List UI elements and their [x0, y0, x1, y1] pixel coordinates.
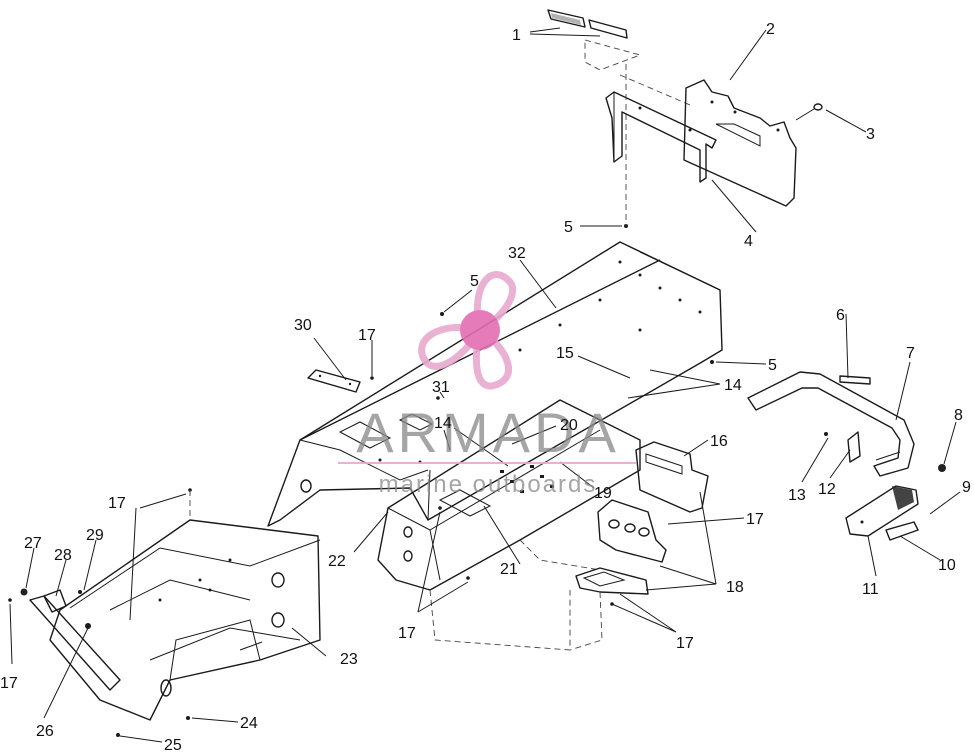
callout-27: 27 [24, 535, 42, 552]
callout-11: 11 [862, 581, 879, 598]
part-28-bracket [43, 589, 67, 613]
leader-lines [9, 27, 961, 743]
callout-14: 14 [434, 415, 452, 432]
callout-2: 2 [766, 21, 775, 38]
part-12-bracket [847, 431, 861, 463]
part-3-clip [795, 103, 823, 121]
watermark-tagline: marine outboards [379, 471, 598, 498]
part-5-screws [440, 224, 714, 364]
callout-21: 21 [500, 561, 518, 578]
part-16-block [635, 441, 709, 513]
callout-17: 17 [108, 495, 126, 512]
callout-28: 28 [54, 547, 72, 564]
callout-17: 17 [398, 625, 416, 642]
callout-14: 14 [724, 377, 742, 394]
callout-5: 5 [470, 273, 479, 290]
callout-22: 22 [328, 553, 346, 570]
part-2-panel [683, 79, 797, 207]
callout-32: 32 [508, 245, 526, 262]
callout-10: 10 [938, 557, 956, 574]
part-23-rear-frame [49, 519, 321, 721]
callout-26: 26 [36, 723, 54, 740]
callout-17: 17 [358, 327, 376, 344]
callout-4: 4 [744, 233, 753, 250]
part-18-mount [569, 499, 667, 651]
callout-1: 1 [512, 27, 521, 44]
callout-19: 19 [594, 485, 612, 502]
part-27-nut [20, 588, 28, 596]
callout-17: 17 [746, 511, 764, 528]
callout-30: 30 [294, 317, 312, 334]
callout-9: 9 [962, 479, 971, 496]
part-1-decals [547, 9, 642, 71]
watermark: ARMADA marine outboards [338, 271, 636, 498]
part-29-bolt [78, 590, 82, 594]
part-11-handle [845, 485, 919, 537]
callout-15: 15 [556, 345, 574, 362]
callout-5: 5 [768, 357, 777, 374]
callout-8: 8 [954, 407, 963, 424]
callout-24: 24 [240, 715, 258, 732]
callout-12: 12 [818, 481, 836, 498]
callout-31: 31 [432, 379, 450, 396]
part-7-bumper [747, 371, 915, 477]
part-13-screw [824, 432, 828, 436]
callout-13: 13 [788, 487, 806, 504]
callout-23: 23 [340, 651, 358, 668]
callout-20: 20 [560, 417, 578, 434]
callout-5: 5 [564, 219, 573, 236]
callout-17: 17 [0, 675, 18, 692]
part-4-bracket [605, 74, 717, 183]
part-26-arm [29, 595, 121, 691]
callout-16: 16 [710, 433, 728, 450]
callout-17: 17 [676, 635, 694, 652]
part-24-fastener [186, 716, 190, 720]
callout-29: 29 [86, 527, 104, 544]
part-25-fastener [116, 733, 120, 737]
callout-25: 25 [164, 737, 182, 752]
part-10-pad [885, 521, 919, 541]
callout-labels: 1 2 3 4 5 5 5 6 7 8 9 10 11 12 13 14 14 … [0, 21, 971, 752]
part-6-strip [839, 375, 871, 385]
callout-6: 6 [836, 307, 845, 324]
part-30-plate [307, 369, 361, 393]
callout-3: 3 [866, 126, 875, 143]
part-8-cap [938, 464, 946, 472]
watermark-brand: ARMADA [356, 401, 620, 464]
part-22-front-section [377, 399, 641, 651]
callout-7: 7 [906, 345, 915, 362]
callout-18: 18 [726, 579, 744, 596]
part-31-fastener [436, 396, 440, 400]
propeller-icon [418, 271, 517, 390]
